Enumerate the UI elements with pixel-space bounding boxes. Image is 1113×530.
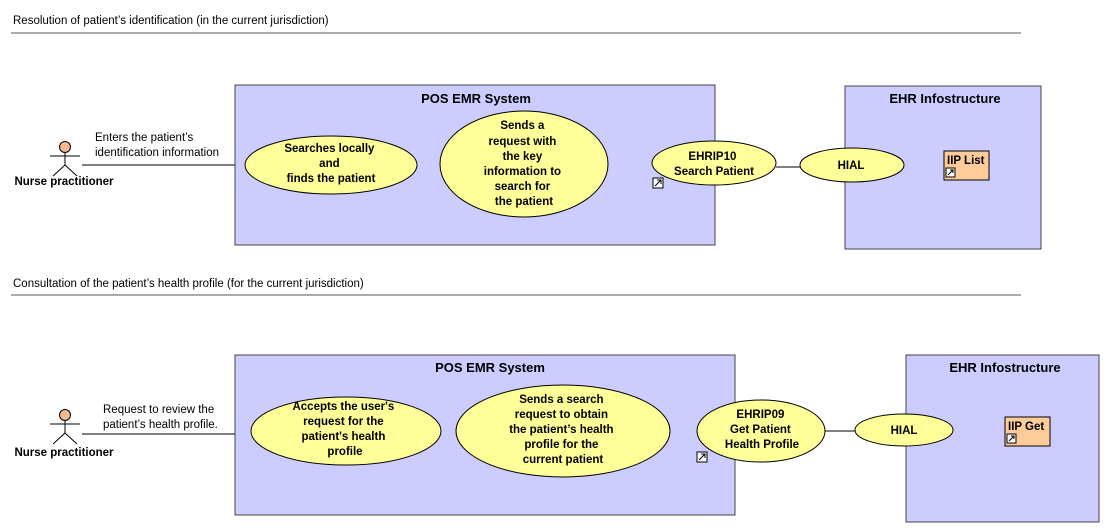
association-label-line-2: patient’s health profile.	[103, 419, 218, 431]
usecase-ehrip10-search-patient[interactable]	[651, 140, 777, 186]
nurse-practitioner-actor[interactable]	[50, 141, 80, 177]
usecase-hial[interactable]	[854, 413, 954, 447]
usecase-send-request[interactable]	[439, 110, 609, 218]
usecase-send-request-text: Sends a request with the key information…	[484, 120, 565, 208]
link-shortcut-icon[interactable]	[1006, 433, 1017, 444]
association-label-line-2: identification information	[95, 147, 219, 159]
component-label: IIP Get	[1008, 421, 1044, 433]
section-health-profile: Consultation of the patient’s health pro…	[11, 278, 1100, 523]
association-label-line-1: Request to review the	[103, 404, 214, 416]
usecase-send-search-request-text: Sends a search request to obtain the pat…	[509, 394, 617, 466]
usecase-accept-request[interactable]	[250, 396, 442, 466]
link-shortcut-icon[interactable]	[696, 451, 708, 463]
nurse-practitioner-actor[interactable]	[50, 409, 80, 445]
infostructure-title: EHR Infostructure	[889, 91, 1000, 106]
actor-name: Nurse practitioner	[14, 447, 114, 459]
usecase-ehrip09-text: EHRIP09 Get Patient Health Profile	[725, 409, 799, 451]
association-label-line-1: Enters the patient’s	[95, 132, 193, 144]
section-title: Resolution of patient’s identification (…	[13, 15, 329, 27]
actor-name: Nurse practitioner	[14, 176, 114, 188]
usecase-hial-text: HIAL	[838, 160, 865, 172]
usecase-accept-request-text: Accepts the user's request for the patie…	[292, 401, 397, 458]
usecase-send-search-request[interactable]	[455, 384, 671, 478]
usecase-search-locally-text: Searches locally and finds the patient	[284, 143, 377, 185]
section-identification: Resolution of patient’s identification (…	[11, 15, 1042, 250]
system-title: POS EMR System	[421, 91, 531, 106]
link-shortcut-icon[interactable]	[945, 167, 956, 178]
system-title: POS EMR System	[435, 360, 545, 375]
usecase-hial-text: HIAL	[891, 425, 918, 437]
section-title: Consultation of the patient’s health pro…	[13, 278, 364, 290]
actor-head-icon	[59, 409, 71, 421]
component-label: IIP List	[947, 155, 985, 167]
usecase-hial[interactable]	[799, 147, 905, 183]
infostructure-title: EHR Infostructure	[949, 360, 1060, 375]
usecase-search-locally[interactable]	[244, 135, 418, 195]
actor-head-icon	[59, 141, 71, 153]
usecase-ehrip09-get-patient-health-profile[interactable]	[696, 399, 826, 463]
link-shortcut-icon[interactable]	[652, 177, 664, 189]
usecase-ehrip10-text: EHRIP10 Search Patient	[674, 151, 754, 178]
